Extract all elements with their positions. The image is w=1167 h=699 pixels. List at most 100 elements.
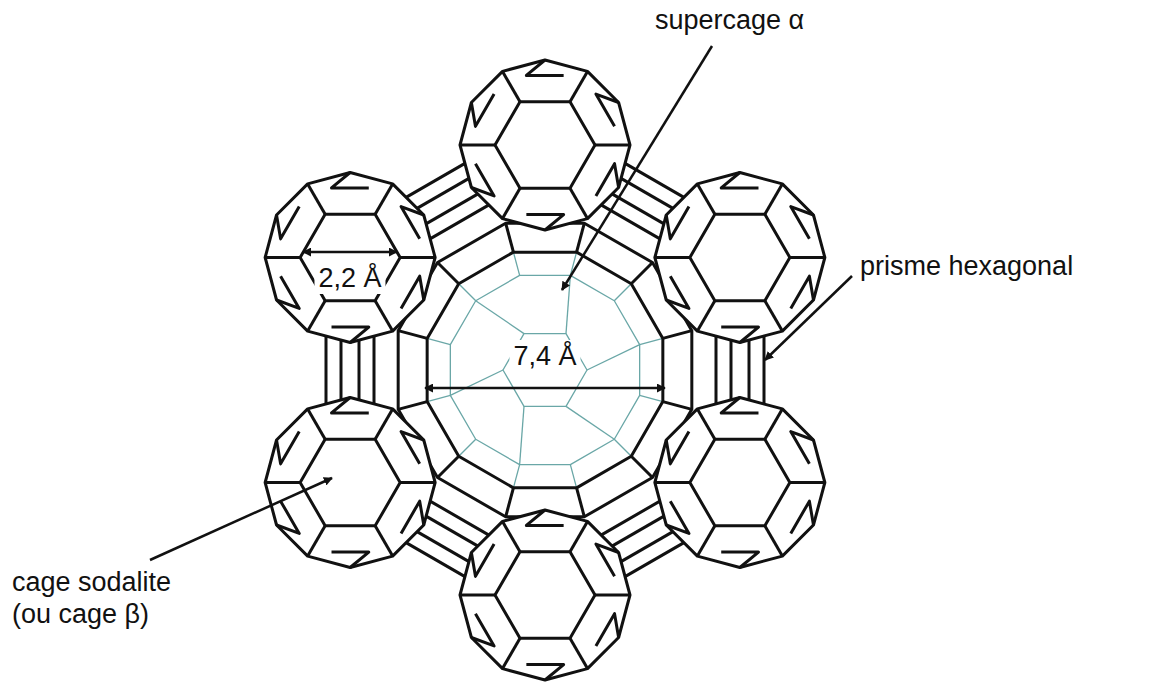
sodalite-cage-edge [791,207,814,239]
sodalite-cage-edge [503,71,521,101]
prism-edge [410,528,476,566]
supercage-back-edge [640,338,663,344]
sodalite-cage-edge [460,594,495,597]
sodalite-cage-outline [460,60,630,230]
prism-edge [605,190,671,228]
sodalite-cage-edge [570,188,588,218]
sodalite-cage-edge [471,94,494,126]
sodalite-cage-edge [526,215,563,230]
sodalite-cage-edge [460,144,495,147]
sodalite-cage-edge [570,638,588,668]
sodalite-cage-edge [765,409,783,439]
supercage-window [427,252,663,488]
dimension-arrow [425,387,665,390]
sodalite-cage-edge [791,432,814,464]
supercage-outer-ring [398,223,692,517]
prism-edge [410,174,476,212]
sodalite-cage-edge [471,614,494,646]
sodalite-cage-edge [471,164,494,196]
part-label: supercage α [655,4,804,36]
leader-lines [150,46,852,560]
supercage-ring-edge [438,263,459,284]
part-label: cage sodalite (ou cage β) [12,566,212,631]
sodalite-cage-edge [375,184,393,214]
sodalite-cage-edge [332,173,369,188]
sodalite-cage-edge [596,544,619,576]
sodalite-cage-edge [595,594,630,597]
prism-edge [358,332,361,408]
prism-edge [748,332,751,408]
supercage-back-edge [520,406,524,464]
supercage-back-edge [476,301,524,334]
supercage-ring-edge [631,263,652,284]
sodalite-cage-edge [697,301,715,331]
sodalite-cage-edge [697,409,715,439]
supercage-ring-edge [438,456,459,477]
sodalite-cage-face [495,102,595,189]
supercage-ring-edge [398,402,427,410]
sodalite-cage-edge [721,552,758,567]
sodalite-cage-edge [265,256,300,259]
sodalite-cage-edge [277,207,300,239]
sodalite-cage-edge [765,301,783,331]
sodalite-cage-edge [791,276,814,308]
sodalite-cage-edge [503,521,521,551]
supercage-back-edge [427,395,450,401]
sodalite-cage-face [690,439,790,526]
sodalite-cage-edge [655,481,690,484]
leader-line [562,46,712,290]
sodalite-cage-edge [332,398,369,413]
sodalite-cage-edge [666,276,689,308]
sodalite-cage-edge [277,501,300,533]
sodalite-cage-edge [332,327,369,342]
supercage-ring-edge [631,456,652,477]
sodalite-cage-edge [596,614,619,646]
sodalite-cage-edge [790,481,825,484]
sodalite-cage-edge [401,501,424,533]
sodalite-cage-edge [375,409,393,439]
sodalite-cage-edge [375,526,393,556]
sodalite-cage-edge [526,60,563,75]
sodalite-cage-edge [791,501,814,533]
supercage-back-hexagon [503,334,587,407]
sodalite-cage-edge [401,207,424,239]
sodalite-cage-edge [721,327,758,342]
framework [265,60,825,680]
sodalite-cage-edge [765,526,783,556]
supercage-back-edge [450,370,503,395]
sodalite-cage-edge [570,521,588,551]
supercage-ring-edge [577,223,585,252]
prism-edge [614,528,680,566]
supercage-back-edge [570,465,576,488]
supercage-back-edge [459,284,476,301]
supercage-back-edge [427,338,450,344]
supercage-back-edge [566,406,614,439]
supercage-back-edge [513,465,519,488]
supercage-back-edge [640,395,663,401]
supercage-ring-edge [663,402,692,410]
sodalite-cage-edge [526,510,563,525]
supercage-back-edge [614,284,631,301]
sodalite-cage-edge [595,144,630,147]
sodalite-cage-edge [655,256,690,259]
sodalite-cage-edge [400,481,435,484]
supercage-ring-edge [506,488,514,517]
supercage-ring-edge [663,331,692,339]
supercage-ring-edge [506,223,514,252]
sodalite-cage-edge [401,432,424,464]
supercage-back-edge [614,439,631,456]
sodalite-cage-outline [655,398,825,568]
sodalite-cage-edge [265,481,300,484]
sodalite-cage-face [495,552,595,639]
sodalite-cage-face [300,439,400,526]
prism-edge [730,332,733,408]
supercage-ring-edge [577,488,585,517]
dimension-arrow [303,251,397,254]
sodalite-cage-edge [666,432,689,464]
sodalite-cage-edge [666,207,689,239]
sodalite-cage-face [300,214,400,301]
sodalite-cage-outline [655,173,825,343]
